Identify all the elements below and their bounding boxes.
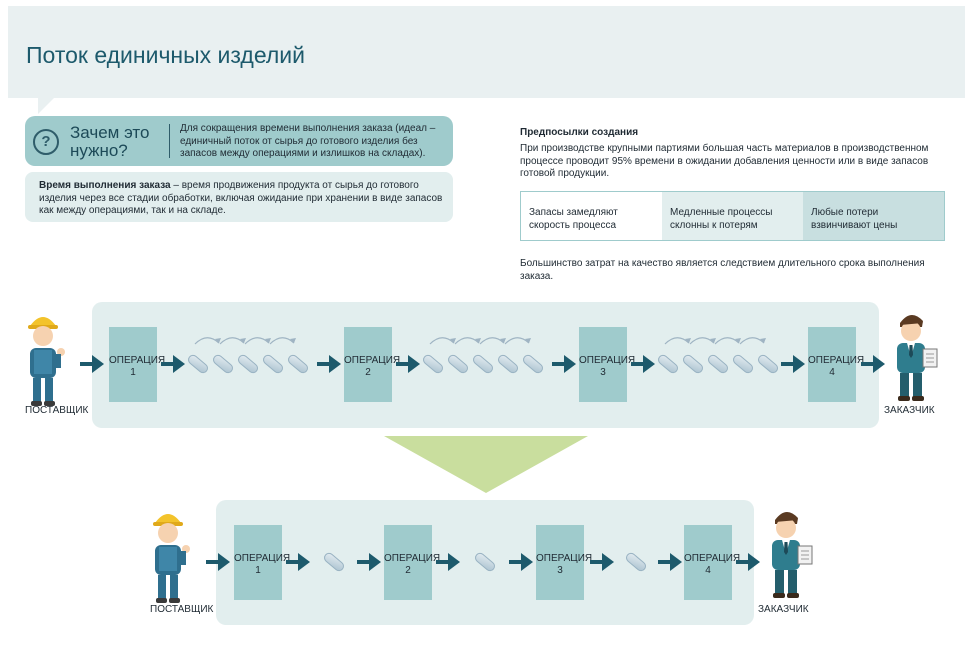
bottom-arrow-2 (357, 553, 381, 571)
question-icon: ? (33, 129, 59, 155)
top-customer-label: ЗАКАЗЧИК (884, 405, 935, 416)
bottom-arrow-1 (286, 553, 310, 571)
why-title: Зачем это нужно? (70, 123, 150, 160)
funnel-triangle (384, 436, 588, 493)
customer-businessman-icon (896, 314, 938, 402)
why-text: Для сокращения времени выполнения заказа… (180, 123, 436, 159)
definition-body: – время продвижения продукта от сырья до… (39, 180, 443, 216)
bottom-piece-1 (322, 550, 346, 574)
definition-term: Время выполнения заказа (39, 180, 171, 191)
top-arrow-2 (317, 355, 341, 373)
header-tail (38, 98, 54, 114)
bottom-arrow-supplier (206, 553, 230, 571)
top-arrow-5 (631, 355, 655, 373)
bottom-piece-2 (473, 550, 497, 574)
top-supplier-label: ПОСТАВЩИК (25, 405, 89, 416)
top-arrow-customer (861, 355, 885, 373)
top-inventory-3 (656, 337, 780, 376)
bottom-customer-label: ЗАКАЗЧИК (758, 604, 809, 615)
why-box: ? Зачем это нужно? Для сокращения времен… (25, 116, 453, 166)
bottom-arrow-3 (436, 553, 460, 571)
top-inventory-1 (186, 337, 310, 376)
top-inventory-2 (421, 337, 545, 376)
bottom-arrow-4 (509, 553, 533, 571)
prerequisites-text: При производстве крупными партиями больш… (520, 143, 929, 179)
cost-conclusion: Большинство затрат на качество является … (520, 258, 925, 282)
bottom-arrow-customer (736, 553, 760, 571)
page-title: Поток единичных изделий (26, 42, 305, 68)
bottom-supplier-worker-icon (153, 514, 190, 603)
definition-text: Время выполнения заказа – время продвиже… (39, 180, 444, 218)
prerequisites-table: Запасы замедляют скорость процесса Медле… (520, 191, 945, 241)
bottom-arrow-6 (658, 553, 682, 571)
definition-box: Время выполнения заказа – время продвиже… (25, 172, 453, 222)
bottom-piece-3 (624, 550, 648, 574)
prerequisite-cell-1: Запасы замедляют скорость процесса (521, 192, 662, 240)
header-panel: Поток единичных изделий (8, 6, 965, 114)
top-arrow-1 (161, 355, 185, 373)
top-arrow-6 (781, 355, 805, 373)
top-arrow-supplier (80, 355, 104, 373)
supplier-worker-icon (28, 317, 65, 406)
top-arrow-3 (396, 355, 420, 373)
prerequisite-cell-2: Медленные процессы склонны к потерям (662, 192, 803, 240)
bottom-supplier-label: ПОСТАВЩИК (150, 604, 214, 615)
prerequisites-title: Предпосылки создания (520, 127, 639, 138)
why-separator (169, 124, 170, 158)
bottom-customer-businessman-icon (771, 511, 813, 599)
prerequisite-cell-3: Любые потери взвинчивают цены (803, 192, 944, 240)
bottom-arrow-5 (590, 553, 614, 571)
top-arrow-4 (552, 355, 576, 373)
